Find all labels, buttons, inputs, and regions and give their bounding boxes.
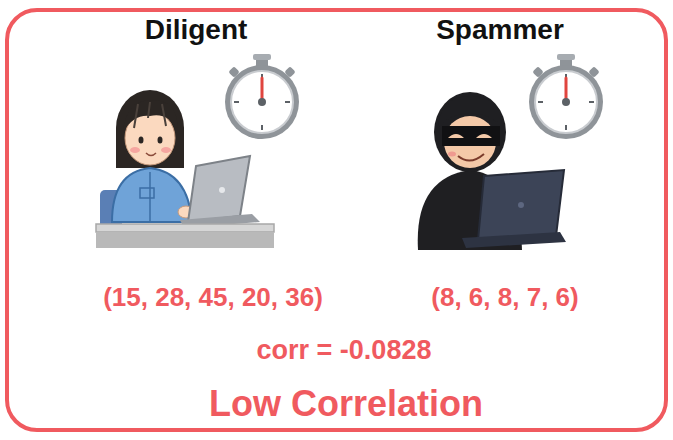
- role-heading: Spammer: [436, 14, 564, 46]
- value-label: corr = -0.0828: [257, 335, 432, 366]
- value-label: (15, 28, 45, 20, 36): [103, 282, 323, 313]
- role-heading: Diligent: [145, 14, 248, 46]
- stopwatch: [529, 54, 603, 139]
- value-label: (8, 6, 8, 7, 6): [431, 282, 578, 313]
- value-label: Low Correlation: [209, 383, 483, 425]
- panel-box: Diligent Spammer (15, 28, 45, 20, 36) (8, 6…: [5, 8, 668, 432]
- stopwatch: [225, 54, 299, 139]
